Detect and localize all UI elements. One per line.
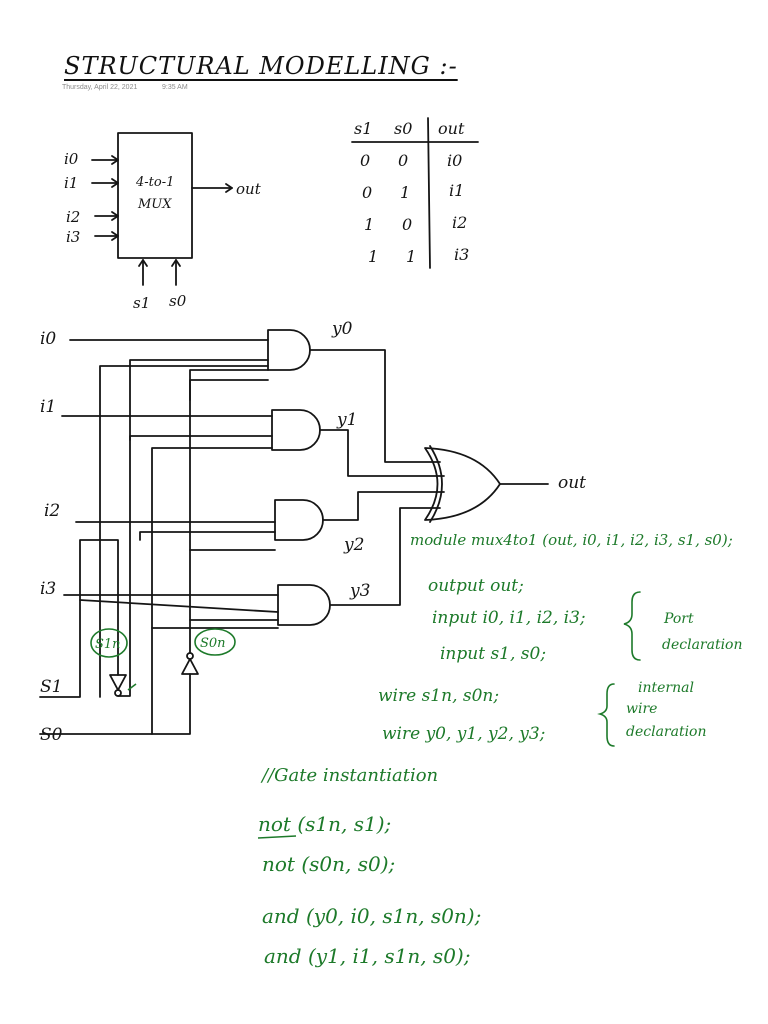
wire-brace [597,683,615,747]
gate-output-y1: y1 [336,410,357,430]
code-port-line: output out; [428,576,524,596]
tt-header-s0: s0 [394,119,412,138]
block-label-line2: MUX [137,197,172,212]
code-gate-line: and (y1, i1, s1n, s0); [264,944,471,968]
code-wire-line: wire y0, y1, y2, y3; [382,724,546,744]
label-s0n: S0n [200,636,226,651]
code-port-line: input s1, s0; [440,644,547,664]
circuit-select-s1: S1 [40,677,62,697]
and-gate-3 [277,584,331,626]
inverter-s1 [109,674,127,691]
wire-brace-line3: declaration [626,724,707,740]
tt-cell: 1 [368,247,378,266]
gate-output-y2: y2 [343,535,364,555]
code-port-line: input i0, i1, i2, i3; [432,608,586,628]
or-gate [424,447,501,521]
page-time: 9:35 AM [162,84,188,91]
block-select-s1: s1 [133,294,150,312]
gate-output-y3: y3 [349,581,370,601]
code-gate-line: not (s1n, s1); [258,812,392,836]
code-comment: //Gate instantiation [262,765,439,786]
block-select-s0: s0 [169,292,187,310]
block-label-line1: 4-to-1 [135,175,174,190]
tt-cell: 1 [400,183,410,202]
tt-cell: 1 [364,215,374,234]
tt-cell: 0 [362,183,372,202]
tt-cell: 0 [402,215,412,234]
wire-brace-line1: internal [638,680,694,696]
tt-header-out: out [438,119,465,138]
code-module-line: module mux4to1 (out, i0, i1, i2, i3, s1,… [410,531,733,549]
circuit-input-i2: i2 [44,501,60,521]
and-gate-1 [271,409,321,451]
block-output-label: out [236,180,262,198]
gate-output-y0: y0 [331,319,353,339]
wire-brace-line2: wire [626,701,657,717]
port-brace-line2: declaration [662,637,743,653]
tt-cell: 0 [398,151,408,170]
block-input-i3: i3 [66,228,80,246]
tt-cell: 0 [360,151,370,170]
label-s1n: S1n [95,637,121,652]
block-input-i1: i1 [64,174,78,192]
circuit-input-i3: i3 [40,579,56,599]
page-title: STRUCTURAL MODELLING :- [64,52,458,80]
circuit-input-i1: i1 [40,397,56,417]
or-output-label: out [558,473,586,493]
tt-cell: i2 [452,213,467,232]
tt-cell: i0 [447,151,462,170]
port-brace [623,591,641,661]
port-brace-line1: Port [663,611,694,627]
inverter-s0 [181,658,199,675]
page-date: Thursday, April 22, 2021 [62,84,138,91]
code-gate-line: not (s0n, s0); [262,852,396,876]
circuit-select-s0: S0 [40,725,63,745]
code-wire-line: wire s1n, s0n; [378,686,500,706]
tt-cell: 1 [406,247,416,266]
block-input-i0: i0 [64,150,79,168]
block-input-i2: i2 [66,208,80,226]
tt-header-s1: s1 [354,119,372,138]
code-gate-line: and (y0, i0, s1n, s0n); [262,904,482,928]
circuit-input-i0: i0 [40,329,56,349]
tt-cell: i1 [449,181,464,200]
and-gate-2 [274,499,324,541]
tt-cell: i3 [454,245,469,264]
and-gate-0 [267,329,311,371]
mux-block [117,132,193,259]
